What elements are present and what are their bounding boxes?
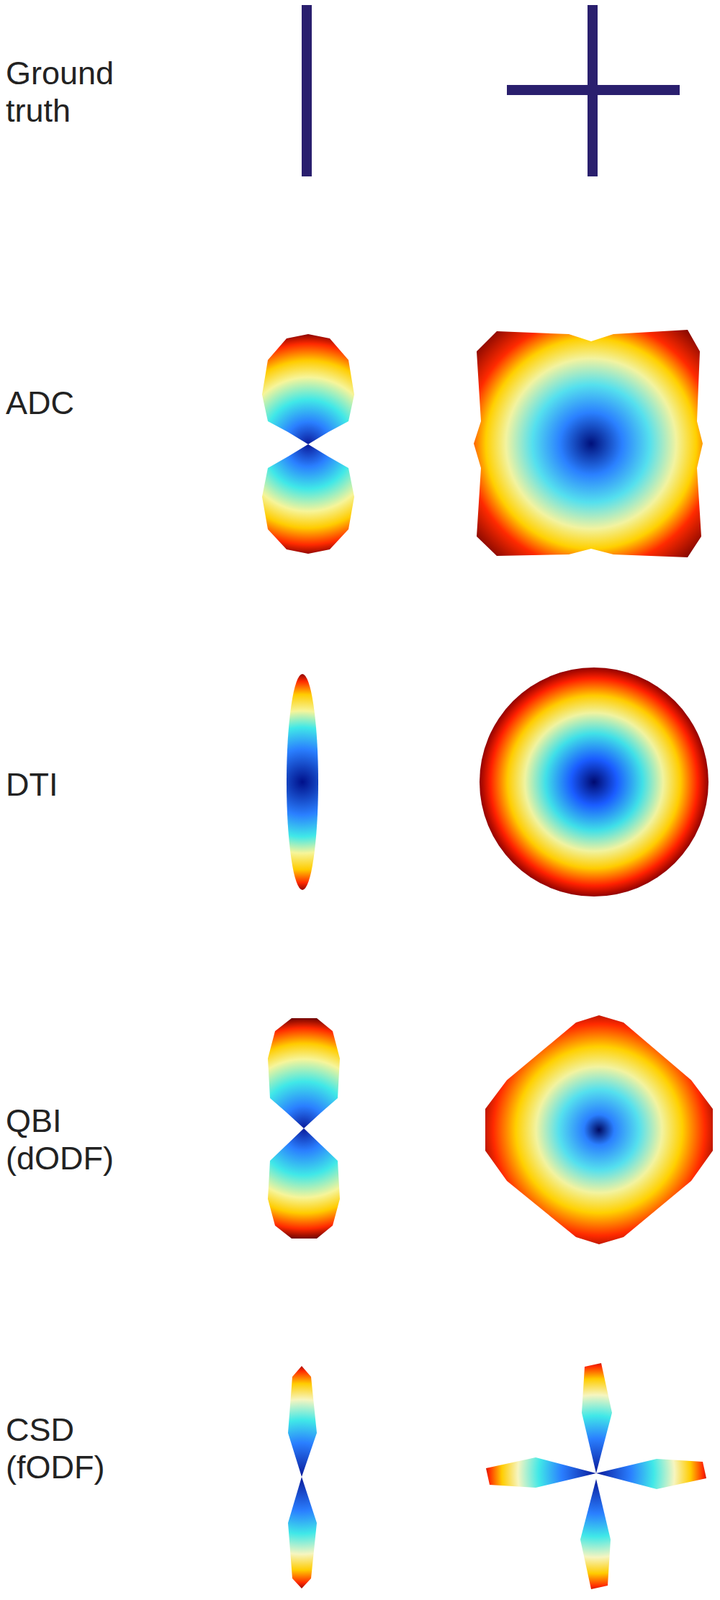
fodf-lobe xyxy=(580,1478,611,1590)
tensor-ellipsoid xyxy=(479,667,709,897)
row-label: QBI (dODF) xyxy=(5,1102,154,1178)
fodf-lobes xyxy=(486,1362,707,1590)
fodf-lobe xyxy=(486,1457,597,1488)
adc-profile xyxy=(262,334,355,554)
tensor-ellipsoid xyxy=(286,673,319,890)
row-label: ADC xyxy=(5,384,154,422)
fodf-lobe xyxy=(596,1458,707,1489)
fodf-lobe xyxy=(581,1362,612,1474)
row-label: CSD (fODF) xyxy=(5,1411,154,1487)
adc-profile xyxy=(473,329,703,558)
row-label: DTI xyxy=(5,766,154,804)
fiber-line xyxy=(301,5,312,177)
row-label: Ground truth xyxy=(5,54,154,130)
odf-profile xyxy=(485,1015,713,1245)
odf-profile xyxy=(267,1018,340,1239)
fodf-lobe xyxy=(288,1365,317,1589)
fiber-line xyxy=(506,84,680,96)
